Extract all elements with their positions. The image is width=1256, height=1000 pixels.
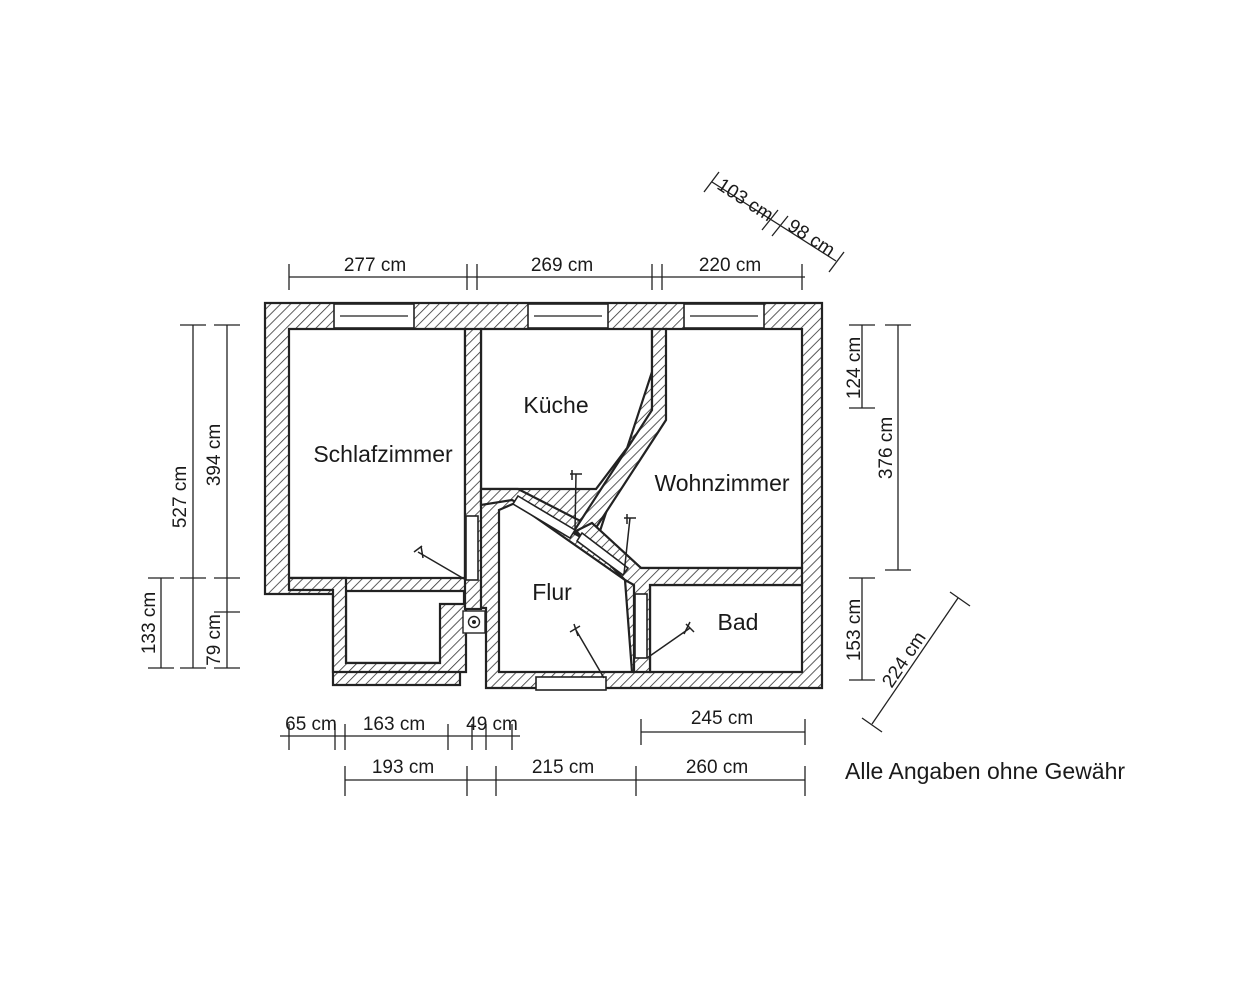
disclaimer-note: Alle Angaben ohne Gewähr	[845, 758, 1125, 784]
dim-bottom-245: 245 cm	[691, 708, 753, 729]
door-frame-bath	[634, 593, 648, 659]
room-label-schlafzimmer: Schlafzimmer	[313, 441, 453, 467]
door-kitchen	[570, 470, 582, 531]
dim-right-376: 376 cm	[876, 417, 897, 479]
dim-right-224: 224 cm	[878, 628, 930, 691]
dim-left-79: 79 cm	[204, 614, 225, 666]
dim-bottom-49: 49 cm	[466, 714, 518, 735]
door-frame-living	[575, 531, 630, 577]
door-entrance	[569, 623, 605, 679]
door-bedroom	[413, 545, 467, 581]
wall-living-bath	[574, 521, 804, 674]
dim-top-269: 269 cm	[531, 255, 593, 276]
room-label-wohnzimmer: Wohnzimmer	[654, 470, 789, 496]
door-frame-kitchen	[511, 494, 577, 540]
dim-bottom-260: 260 cm	[686, 757, 748, 778]
dim-left-394: 394 cm	[204, 424, 225, 486]
dim-diag-98: 98 cm	[784, 215, 839, 261]
door-frame-bedroom	[465, 515, 479, 581]
dim-bottom-65: 65 cm	[285, 714, 337, 735]
dim-right-124: 124 cm	[844, 337, 865, 399]
room-label-kueche: Küche	[523, 392, 588, 418]
dim-top-277: 277 cm	[344, 255, 406, 276]
dim-top-220: 220 cm	[699, 255, 761, 276]
dim-left-527: 527 cm	[170, 466, 191, 528]
door-bath	[646, 621, 695, 659]
window-entrance	[535, 676, 607, 691]
windows	[333, 303, 765, 691]
door-living	[623, 514, 636, 575]
dim-right-153: 153 cm	[844, 599, 865, 661]
dim-diag-103: 103 cm	[713, 175, 777, 227]
shaft	[462, 610, 486, 634]
dim-bottom-215: 215 cm	[532, 757, 594, 778]
room-label-flur: Flur	[532, 579, 572, 605]
dimension-lines	[148, 171, 971, 796]
dim-bottom-193: 193 cm	[372, 757, 434, 778]
dim-left-133: 133 cm	[139, 592, 160, 654]
doors	[413, 470, 695, 679]
dim-bottom-163: 163 cm	[363, 714, 425, 735]
wall-kitchen-living	[572, 327, 668, 542]
room-label-bad: Bad	[718, 609, 759, 635]
